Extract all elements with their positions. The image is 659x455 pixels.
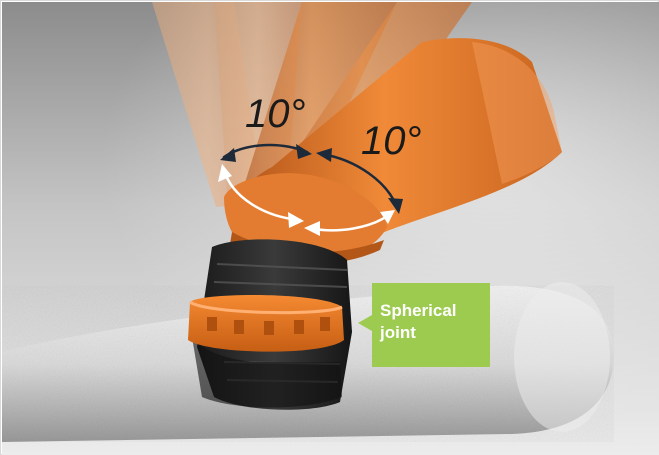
orange-ring: [188, 295, 344, 352]
callout-arrow-shape: [358, 283, 490, 367]
angle-label-left: 10°: [245, 92, 306, 136]
callout-label: Spherical joint: [380, 301, 457, 342]
angle-label-right: 10°: [361, 119, 422, 163]
spherical-joint-callout: Spherical joint: [358, 283, 490, 367]
rotation-arrows: [218, 143, 403, 236]
